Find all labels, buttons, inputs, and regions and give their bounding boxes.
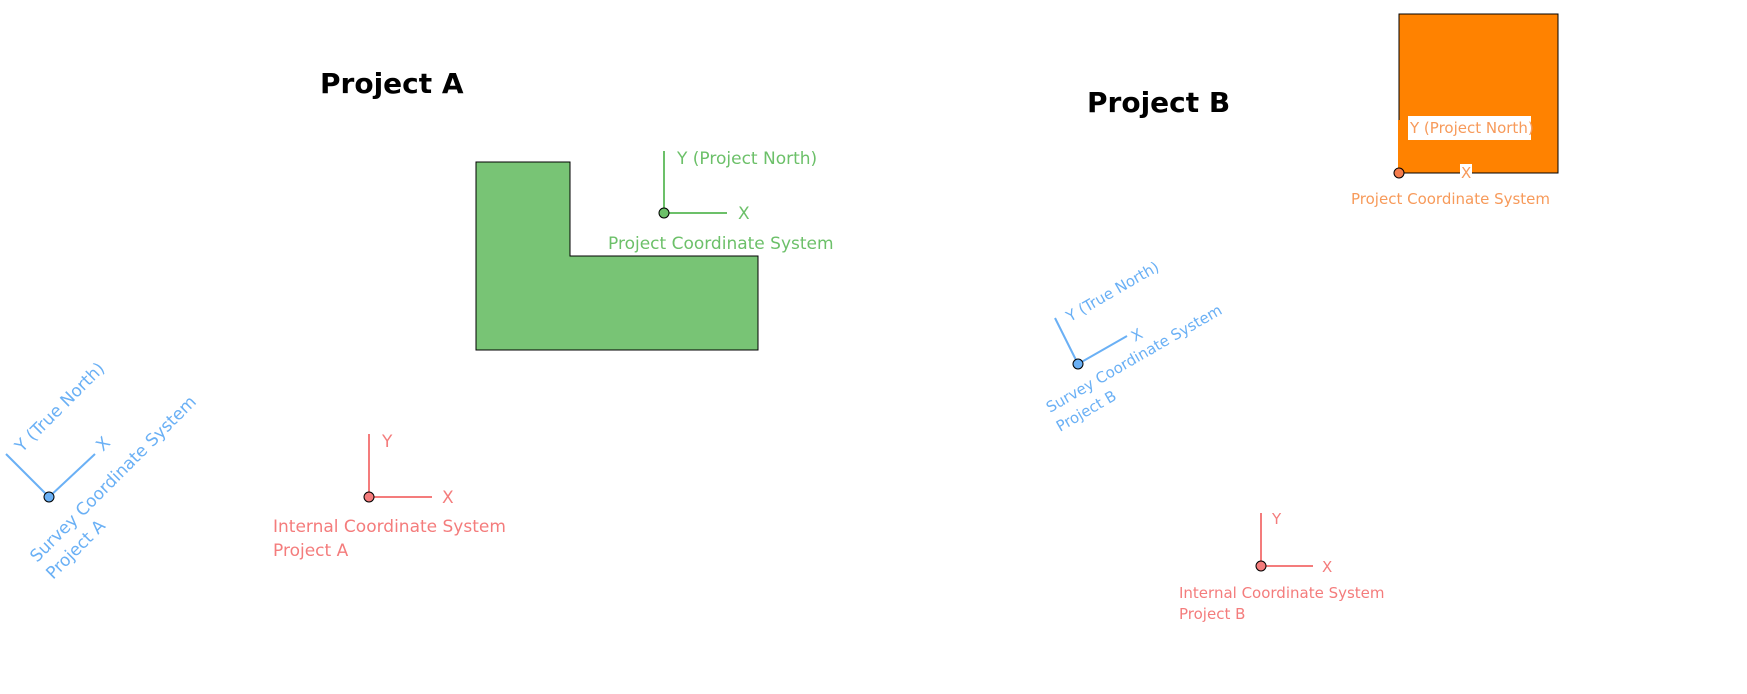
y-axis-label: Y (True North)	[1062, 258, 1162, 326]
origin-point	[1255, 560, 1267, 572]
x-axis-label: X	[738, 204, 750, 224]
y-axis	[5, 453, 50, 498]
y-axis-label: Y	[1271, 510, 1282, 528]
project-b-internal-coordinate-system: Y X Internal Coordinate System Project B	[1179, 510, 1385, 623]
origin-point	[1393, 167, 1405, 179]
system-label: Internal Coordinate System	[1179, 584, 1385, 602]
project-b-project-coordinate-system: Y (Project North) X Project Coordinate S…	[1351, 116, 1550, 208]
x-axis-label: X	[442, 488, 454, 508]
project-a-survey-coordinate-system: Y (True North) X Survey Coordinate Syste…	[5, 359, 201, 584]
y-axis-label: Y (Project North)	[676, 149, 817, 169]
x-axis-label: X	[92, 433, 115, 456]
origin-point	[363, 491, 375, 503]
project-a-title: Project A	[320, 67, 464, 100]
x-axis	[48, 453, 96, 498]
system-label: Project Coordinate System	[608, 234, 834, 254]
project-a-project-coordinate-system: Y (Project North) X Project Coordinate S…	[608, 149, 834, 254]
project-b-title: Project B	[1087, 86, 1230, 119]
y-axis-label: Y (Project North)	[1409, 119, 1534, 137]
y-axis-label: Y	[381, 432, 393, 452]
system-label: Project Coordinate System	[1351, 190, 1550, 208]
y-axis	[1054, 317, 1079, 365]
origin-point	[658, 207, 670, 219]
project-label: Project A	[273, 541, 349, 561]
project-b-building	[1398, 13, 1559, 174]
project-a-building	[475, 161, 759, 351]
x-axis	[1077, 335, 1128, 365]
origin-point	[43, 491, 55, 503]
x-axis-label: X	[1322, 558, 1332, 576]
system-label: Internal Coordinate System	[273, 517, 506, 537]
y-label-background	[1408, 116, 1531, 140]
x-label-background	[1460, 164, 1472, 181]
project-label: Project B	[1179, 605, 1245, 623]
origin-point	[1072, 358, 1084, 370]
x-axis-label: X	[1461, 164, 1471, 182]
project-a-internal-coordinate-system: Y X Internal Coordinate System Project A	[273, 432, 506, 561]
project-b-survey-coordinate-system: Y (True North) X Survey Coordinate Syste…	[1043, 258, 1225, 436]
